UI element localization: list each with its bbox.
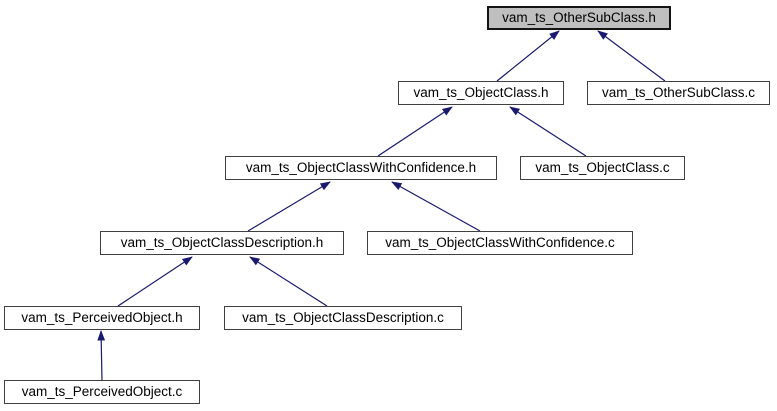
- include-edges: [97, 30, 666, 381]
- include-edge-objclassdesc_h-to-objclasswithconf_h: [247, 181, 331, 232]
- include-edge-perceivedobject_c-to-perceivedobject_h: [97, 330, 106, 381]
- include-edge-perceivedobject_h-to-objclassdesc_h: [117, 256, 193, 307]
- graph-node-objclassdesc_c[interactable]: vam_ts_ObjectClassDescription.c: [224, 306, 462, 330]
- graph-node-perceivedobject_c[interactable]: vam_ts_PerceivedObject.c: [4, 380, 200, 404]
- include-edge-objectclass_c-to-objectclass_h: [509, 106, 587, 157]
- include-edge-othersubclass_c-to-othersubclass_h: [597, 30, 666, 82]
- graph-node-objclassdesc_h[interactable]: vam_ts_ObjectClassDescription.h: [100, 231, 344, 255]
- include-edge-objclassdesc_c-to-objclassdesc_h: [249, 256, 328, 307]
- graph-node-objectclass_h[interactable]: vam_ts_ObjectClass.h: [398, 81, 564, 105]
- graph-node-objectclass_c[interactable]: vam_ts_ObjectClass.c: [520, 156, 685, 180]
- include-edge-objclasswithconf_c-to-objclasswithconf_h: [391, 181, 481, 232]
- graph-node-objclasswithconf_h[interactable]: vam_ts_ObjectClassWithConfidence.h: [225, 156, 497, 180]
- graph-node-othersubclass_c[interactable]: vam_ts_OtherSubClass.c: [587, 81, 770, 105]
- graph-node-perceivedobject_h[interactable]: vam_ts_PerceivedObject.h: [4, 306, 200, 330]
- include-edge-objclasswithconf_h-to-objectclass_h: [377, 106, 453, 157]
- graph-node-othersubclass_h: vam_ts_OtherSubClass.h: [487, 6, 671, 30]
- graph-node-objclasswithconf_c[interactable]: vam_ts_ObjectClassWithConfidence.c: [367, 231, 633, 255]
- include-edge-objectclass_h-to-othersubclass_h: [496, 30, 560, 82]
